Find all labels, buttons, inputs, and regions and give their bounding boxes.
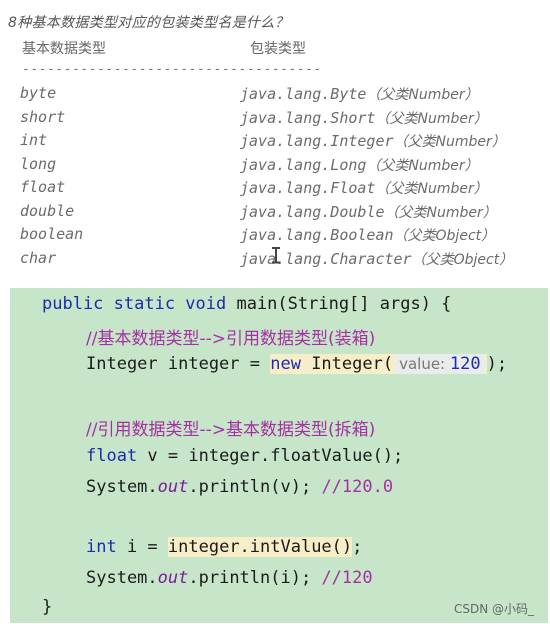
code-comment-unboxing: //引用数据类型-->基本数据类型(拆箱) xyxy=(86,420,376,440)
watermark: CSDN @小码_ xyxy=(453,602,534,616)
code-line-float: float v = integer.floatValue(); xyxy=(86,446,404,466)
parent-class: （父类Number） xyxy=(384,204,497,221)
question-title: 8种基本数据类型对应的包装类型名是什么？ xyxy=(8,15,289,31)
type-row: byte java.lang.Byte（父类Number） xyxy=(0,84,550,108)
parent-class: （父类Number） xyxy=(366,157,479,174)
parent-class: （父类Number） xyxy=(393,134,506,150)
primitive-name: int xyxy=(20,131,48,149)
header-wrapper: 包装类型 xyxy=(250,41,306,57)
type-row: boolean java.lang.Boolean（父类Object） xyxy=(0,225,550,249)
parent-class: （父类Number） xyxy=(375,110,488,127)
type-row: int java.lang.Integer（父类Number） xyxy=(0,131,550,155)
primitive-name: byte xyxy=(20,84,57,102)
parent-class: （父类Number） xyxy=(375,181,488,197)
primitive-name: long xyxy=(20,154,57,173)
type-row: short java.lang.Short（父类Number） xyxy=(0,108,550,132)
code-line-int: int i = integer.intValue(); xyxy=(86,537,363,557)
wrapper-name: java.lang.Double xyxy=(240,202,385,221)
primitive-name: short xyxy=(20,107,66,126)
code-line-main: public static void main(String[] args) { xyxy=(42,294,452,314)
type-row: double java.lang.Double（父类Number） xyxy=(0,202,550,226)
wrapper-name: java.lang.Integer xyxy=(240,132,394,150)
divider: ------------------------------------ xyxy=(22,62,322,77)
type-row: float java.lang.Float（父类Number） xyxy=(0,178,550,202)
parent-class: （父类Number） xyxy=(366,87,479,103)
code-comment-boxing: //基本数据类型-->引用数据类型(装箱) xyxy=(86,329,376,349)
code-line-print-v: System.out.println(v); //120.0 xyxy=(86,477,394,497)
code-line-print-i: System.out.println(i); //120 xyxy=(86,568,373,588)
type-row: long java.lang.Long（父类Number） xyxy=(0,155,550,179)
type-row: char java.lang.Character（父类Object） xyxy=(0,249,550,273)
wrapper-name: java.lang.Byte xyxy=(240,85,367,103)
wrapper-name: java.lang.Long xyxy=(240,155,367,174)
wrapper-name: java.lang.Boolean xyxy=(240,226,394,244)
primitive-name: double xyxy=(20,201,75,220)
primitive-name: char xyxy=(20,248,57,267)
wrapper-name: java.lang.Float xyxy=(240,179,376,197)
text-cursor-icon xyxy=(272,247,280,263)
code-editor[interactable]: public static void main(String[] args) {… xyxy=(10,288,548,623)
header-primitive: 基本数据类型 xyxy=(22,41,106,57)
code-closing-brace: } xyxy=(42,597,53,617)
primitive-name: float xyxy=(20,178,66,196)
wrapper-name: java.lang.Character xyxy=(240,249,412,268)
wrapper-name: java.lang.Short xyxy=(240,108,376,127)
parent-class: （父类Object） xyxy=(411,251,514,268)
wrapper-types-note: 8种基本数据类型对应的包装类型名是什么？ 基本数据类型 包装类型 -------… xyxy=(0,0,550,283)
primitive-name: boolean xyxy=(20,225,84,243)
code-line-integer: Integer integer = new Integer(value: 120… xyxy=(86,354,508,374)
parent-class: （父类Object） xyxy=(393,228,496,244)
param-hint: value: 120 xyxy=(395,354,485,374)
